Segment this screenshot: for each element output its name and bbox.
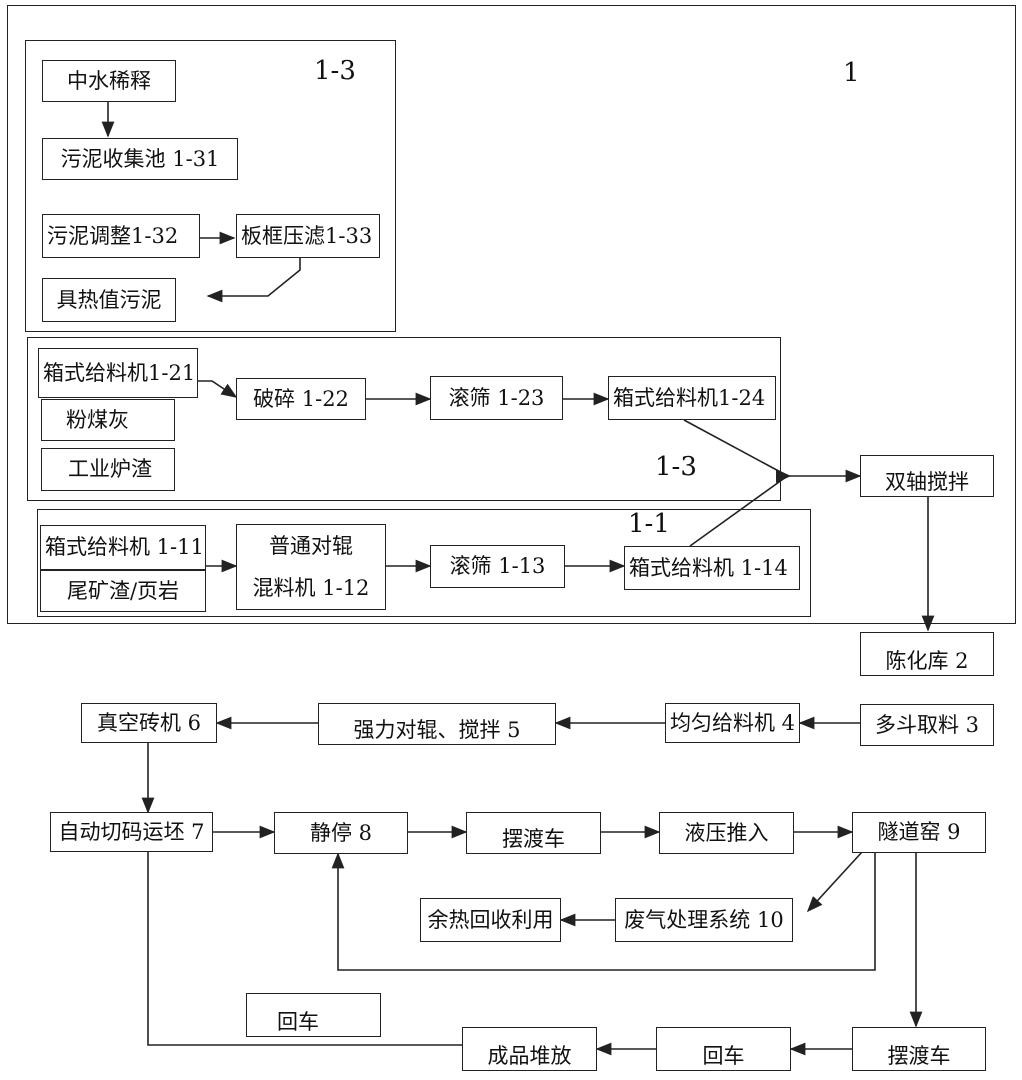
finished-product-storage-box: 成品堆放 [462,1027,597,1071]
tailings-box: 尾矿渣/页岩 [40,570,206,612]
hydraulic-push-box: 液压推入 [659,812,794,854]
box-feeder-1-24: 箱式给料机1-24 [608,376,776,420]
dilution-box: 中水稀释 [42,60,176,102]
uniform-feeder-box: 均匀给料机 4 [665,703,800,743]
group-1-1-label: 1-1 [628,509,670,539]
waste-heat-recovery-box: 余热回收利用 [420,898,561,942]
box-feeder-1-14: 箱式给料机 1-14 [624,546,800,590]
box-feeder-1-11: 箱式给料机 1-11 [40,525,206,570]
system-1-label: 1 [843,58,860,88]
box-feeder-1-21: 箱式给料机1-21 [38,348,198,398]
return-car-label-box: 回车 [246,993,381,1037]
arrow-kiln-rest-loop [331,852,876,971]
group-1-3-label: 1-3 [314,56,356,86]
waste-gas-treatment-box: 废气处理系统 10 [615,898,793,942]
strong-roller-mixing-box: 强力对辊、搅拌 5 [318,703,556,745]
slag-box: 工业炉渣 [41,448,175,491]
system-1-frame [7,5,1016,624]
arrow-kiln-wastegas [806,851,863,913]
rest-zone-box: 静停 8 [274,812,408,854]
drum-screen-1-13-box: 滚筛 1-13 [430,545,565,588]
crusher-box: 破碎 1-22 [236,378,366,420]
group-1-1-frame [37,509,811,617]
sludge-collection-box: 污泥收集池 1-31 [42,138,238,180]
filter-press-box: 板框压滤1-33 [236,214,380,258]
multi-bucket-reclaimer-box: 多斗取料 3 [860,704,994,746]
sludge-adjust-box: 污泥调整1-32 [42,214,200,258]
aging-storage-box: 陈化库 2 [860,632,994,676]
drum-screen-1-23-box: 滚筛 1-23 [430,376,563,420]
line-cutting-product [147,852,462,1046]
group-1-3-frame [25,40,396,332]
roller-line-2: 混料机 1-12 [252,575,370,600]
roller-mixer-box: 普通对辊 混料机 1-12 [236,524,386,610]
arrow-feeder121-crush [198,380,238,398]
line-feeder114-junction [689,476,787,547]
group-1-3-mid-label: 1-3 [655,452,697,482]
junction-arrowhead [776,469,791,483]
tunnel-kiln-box: 隧道窑 9 [852,812,986,853]
auto-cutting-stacking-box: 自动切码运坯 7 [50,812,213,852]
flyash-box: 粉煤灰 [41,399,175,441]
ferry-car-2-box: 摆渡车 [852,1027,986,1071]
line-feeder124-junction [683,419,787,476]
roller-line-1: 普通对辊 [269,533,353,558]
group-1-2-frame [27,337,781,501]
ferry-car-1-box: 摆渡车 [466,812,601,854]
vacuum-brick-machine-box: 真空砖机 6 [81,703,217,743]
twin-shaft-mixer-box: 双轴搅拌 [860,455,994,497]
return-car-box: 回车 [656,1027,791,1071]
arrow-filter-heatsludge [206,258,301,303]
heat-sludge-box: 具热值污泥 [42,278,176,322]
